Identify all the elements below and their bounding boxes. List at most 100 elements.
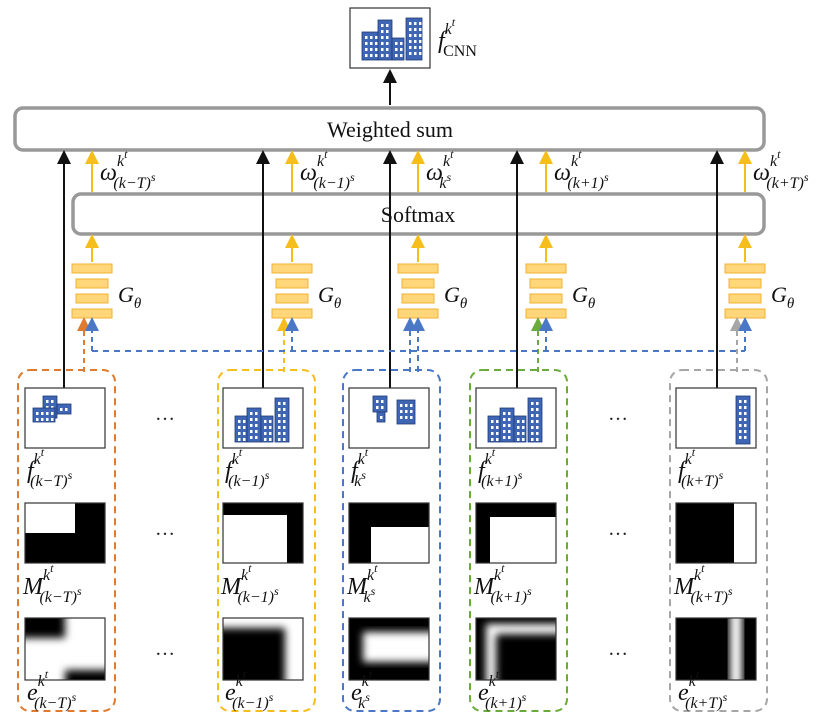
window bbox=[255, 418, 258, 421]
edge-blur bbox=[486, 624, 556, 680]
window bbox=[739, 400, 742, 403]
window bbox=[536, 432, 539, 435]
mask-border bbox=[348, 502, 430, 564]
window bbox=[531, 426, 534, 429]
window bbox=[375, 36, 378, 39]
window bbox=[264, 438, 267, 441]
window bbox=[51, 418, 54, 421]
window bbox=[744, 412, 747, 415]
window bbox=[278, 408, 281, 411]
window bbox=[400, 42, 403, 45]
window bbox=[269, 432, 272, 435]
window bbox=[386, 42, 389, 45]
window bbox=[405, 416, 408, 419]
mask-border bbox=[222, 502, 304, 564]
window bbox=[405, 404, 408, 407]
window bbox=[264, 420, 267, 423]
feature-label: fkt(k−T)s bbox=[27, 445, 73, 490]
network-layer bbox=[75, 278, 109, 289]
window bbox=[386, 54, 389, 57]
edge-thumbnail bbox=[348, 617, 430, 681]
window bbox=[51, 406, 54, 409]
mask-region bbox=[490, 517, 556, 563]
edge-blur bbox=[363, 632, 429, 662]
window bbox=[238, 438, 241, 441]
window bbox=[264, 432, 267, 435]
window bbox=[536, 426, 539, 429]
window bbox=[386, 36, 389, 39]
mask-region bbox=[734, 503, 756, 563]
buildings-icon bbox=[32, 395, 72, 423]
window bbox=[531, 432, 534, 435]
frame-group-blue bbox=[342, 369, 441, 712]
window bbox=[243, 426, 246, 429]
network-layer bbox=[71, 263, 113, 274]
window bbox=[744, 424, 747, 427]
g-theta-label: Gθ bbox=[118, 282, 142, 312]
window bbox=[238, 420, 241, 423]
network-layer bbox=[275, 278, 309, 289]
edge-background bbox=[676, 618, 756, 680]
mask-border bbox=[24, 502, 106, 564]
window bbox=[419, 46, 422, 49]
window bbox=[419, 34, 422, 37]
output-buildings-icon bbox=[361, 17, 423, 61]
window bbox=[508, 436, 511, 439]
building bbox=[527, 397, 543, 443]
edge-label: ekt(k+1)s bbox=[478, 667, 527, 712]
window bbox=[744, 436, 747, 439]
window bbox=[243, 420, 246, 423]
omega-label: ωkt(k−T)s bbox=[100, 147, 156, 192]
edge-region bbox=[730, 618, 742, 680]
edge-thumbnail bbox=[675, 617, 757, 681]
edge-label: ekt(k+T)s bbox=[678, 667, 728, 712]
window bbox=[250, 430, 253, 433]
network-layer bbox=[271, 308, 313, 319]
window bbox=[414, 46, 417, 49]
window bbox=[238, 432, 241, 435]
window bbox=[283, 438, 286, 441]
window bbox=[531, 420, 534, 423]
window bbox=[400, 48, 403, 51]
window bbox=[283, 408, 286, 411]
window bbox=[278, 420, 281, 423]
network-layer bbox=[724, 308, 766, 319]
window bbox=[414, 40, 417, 43]
ellipsis: … bbox=[608, 638, 628, 660]
window bbox=[531, 414, 534, 417]
mask-border bbox=[675, 502, 757, 564]
building bbox=[274, 397, 290, 443]
window bbox=[255, 430, 258, 433]
window bbox=[250, 418, 253, 421]
window bbox=[41, 418, 44, 421]
network-layer bbox=[401, 278, 435, 289]
network-layer bbox=[525, 308, 567, 319]
edge-region bbox=[65, 618, 105, 670]
omega-label: ωkt(k+1)s bbox=[554, 147, 609, 192]
window bbox=[381, 54, 384, 57]
network-layer bbox=[397, 308, 439, 319]
window bbox=[536, 402, 539, 405]
feature-label: fkt(k+T)s bbox=[678, 445, 724, 490]
window bbox=[381, 406, 384, 409]
window bbox=[278, 432, 281, 435]
window bbox=[283, 432, 286, 435]
edge-region bbox=[285, 618, 303, 680]
network-layer bbox=[724, 263, 766, 274]
buildings-icon bbox=[487, 397, 543, 443]
edge-label: ekt(k−1)s bbox=[225, 667, 274, 712]
edge-border bbox=[348, 617, 430, 681]
window bbox=[503, 424, 506, 427]
network-layer bbox=[529, 293, 563, 304]
window bbox=[381, 30, 384, 33]
window bbox=[739, 424, 742, 427]
building bbox=[372, 395, 388, 413]
mask-region bbox=[25, 503, 75, 533]
window bbox=[365, 54, 368, 57]
edge-region bbox=[363, 632, 429, 662]
window bbox=[409, 22, 412, 25]
window bbox=[370, 48, 373, 51]
window bbox=[41, 412, 44, 415]
building bbox=[377, 19, 393, 61]
